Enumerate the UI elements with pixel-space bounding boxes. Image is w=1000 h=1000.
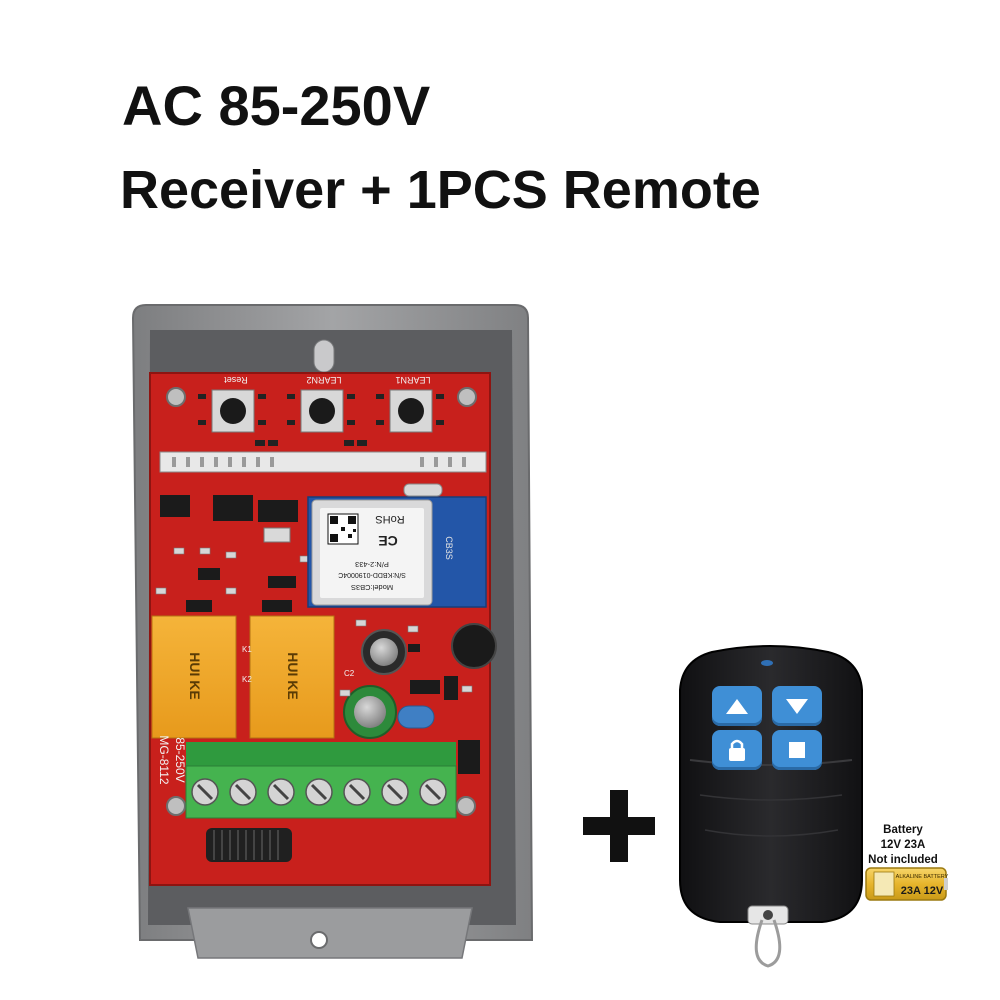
lock-icon [729, 739, 745, 761]
module-name: CB3S [444, 536, 454, 560]
battery-image: ALKALINE BATTERY 23A 12V [865, 867, 949, 901]
screw-icon [456, 796, 476, 816]
battery-note-line-1: Battery [883, 824, 923, 836]
varistor-icon [397, 705, 435, 729]
battery-label: 23A 12V [901, 885, 944, 897]
voltage-label: 85-250V [173, 737, 187, 782]
remote-button-lock[interactable] [712, 730, 762, 770]
up-arrow-icon [726, 699, 748, 714]
led-indicator [761, 660, 773, 666]
module-part-number: P/N:2-433 [355, 560, 389, 569]
terminal-block [185, 742, 457, 819]
headline-line-2: Receiver + 1PCS Remote [120, 160, 761, 220]
learn1-tactile-button [389, 389, 433, 433]
remote-control [679, 645, 863, 968]
wifi-module: RoHS CE P/N:2-433 S/N:KBDD-0190004C Mode… [307, 496, 487, 608]
remote-button-down[interactable] [772, 686, 822, 726]
screw-icon [166, 387, 186, 407]
reset-tactile-button [211, 389, 255, 433]
mounting-hole-icon [310, 931, 328, 949]
down-arrow-icon [786, 699, 808, 714]
module-serial: S/N:KBDD-0190004C [338, 571, 406, 578]
headline: AC 85-250V Receiver + 1PCS Remote [0, 0, 1000, 240]
board-model-label: MG-8112 [157, 735, 171, 784]
module-model: Model:CB3S [351, 583, 393, 592]
k1-label: K1 [242, 645, 252, 654]
screw-icon [457, 387, 477, 407]
battery-note-line-2: 12V 23A [880, 839, 926, 851]
headline-line-1: AC 85-250V [122, 74, 431, 137]
ic-chips [160, 495, 298, 612]
ce-mark: CE [378, 533, 397, 549]
learn2-tactile-button [300, 389, 344, 433]
relay-k2: HUI KE [249, 615, 335, 739]
learn2-label: LEARN2 [306, 375, 341, 385]
c2-label: C2 [344, 669, 355, 678]
battery-note: Battery 12V 23A Not included [862, 823, 944, 868]
learn1-label: LEARN1 [395, 375, 430, 385]
antenna-coil-icon [206, 828, 292, 862]
battery-note-line-3: Not included [868, 854, 938, 866]
stop-square-icon [789, 742, 805, 758]
inductor-icon [451, 623, 497, 669]
qr-code-icon [327, 513, 359, 545]
relay-k2-label: HUI KE [285, 652, 301, 699]
relay-k1: HUI KE [151, 615, 237, 739]
remote-button-stop[interactable] [772, 730, 822, 770]
reset-label: Reset [224, 375, 248, 385]
relay-k1-label: HUI KE [187, 652, 203, 699]
smd-components [198, 394, 444, 446]
battery-brand: ALKALINE BATTERY [896, 874, 949, 880]
remote-button-up[interactable] [712, 686, 762, 726]
screw-icon [166, 796, 186, 816]
pcb-board: Reset LEARN2 LEARN1 [149, 372, 497, 886]
plus-sign-icon [583, 790, 655, 862]
rohs-mark: RoHS [375, 513, 404, 525]
k2-label: K2 [242, 675, 252, 684]
